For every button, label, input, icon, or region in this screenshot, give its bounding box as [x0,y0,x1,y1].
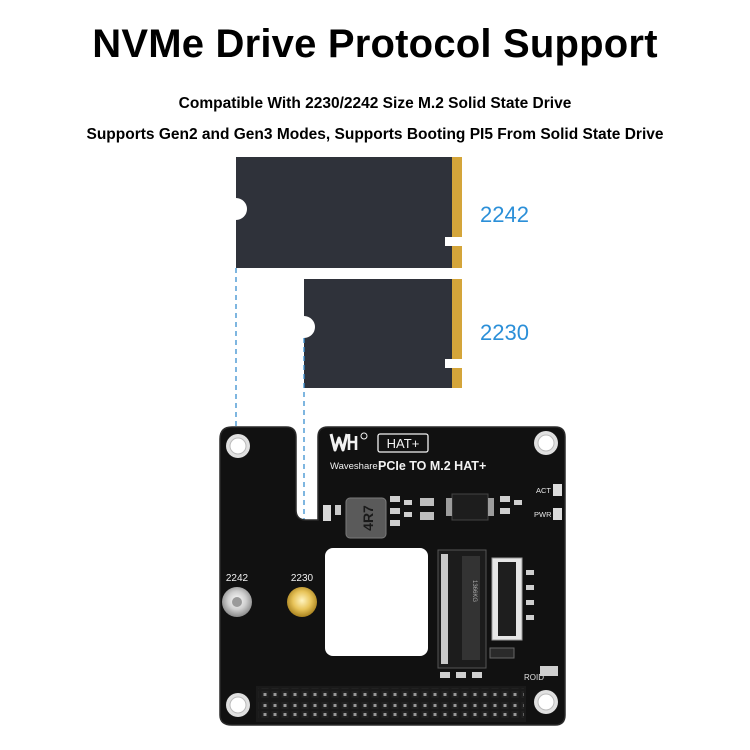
act-led [553,484,562,496]
mounting-hole-top-right [534,431,558,455]
standoff-2230 [287,587,317,617]
ssd-2230-label: 2230 [480,320,529,345]
gold-fingers-2242 [452,157,462,237]
inductor [345,497,387,539]
hat-plus-badge [377,433,429,453]
page-title: NVMe Drive Protocol Support [92,22,658,66]
pcie-hat-board: 2242 2230 Waveshare HAT+ PCIe TO M.2 HAT… [219,426,566,726]
act-label: ACT [536,486,551,495]
pwr-label: PWR [534,510,552,519]
chip-marking: ROID [524,673,544,682]
inductor-marking: 4R7 [360,505,376,531]
ssd-2242-label: 2242 [480,202,529,227]
hole-2242-label: 2242 [226,573,249,584]
ssd-2242 [236,157,462,268]
controller-chip [451,493,489,521]
svg-text:1366KG: 1366KG [471,580,477,602]
brand-name: Waveshare [330,461,378,472]
board-name: PCIe TO M.2 HAT+ [378,459,486,473]
mounting-hole-bottom-right [534,690,558,714]
hole-2230-label: 2230 [291,573,314,584]
board-cutout [325,548,428,656]
ssd-2230 [304,279,462,388]
gold-fingers-2230 [452,279,462,359]
pwr-led [553,508,562,520]
mounting-hole-top-left [226,434,250,458]
hat-plus-text: HAT+ [387,436,420,451]
subtitle-modes: Supports Gen2 and Gen3 Modes, Supports B… [86,126,664,143]
mounting-hole-bottom-left [226,693,250,717]
waveshare-logo-icon [329,432,368,452]
subtitle-compatibility: Compatible With 2230/2242 Size M.2 Solid… [178,95,572,112]
